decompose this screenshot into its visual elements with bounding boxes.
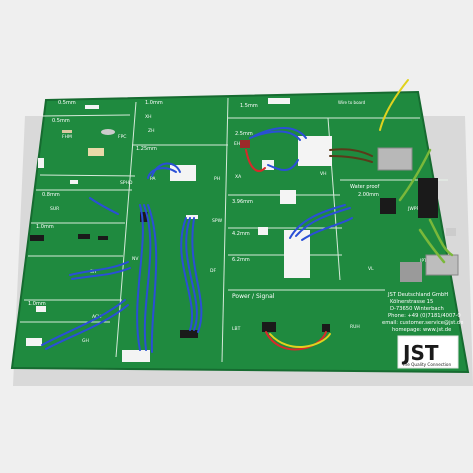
section-label: 0.5mm — [52, 118, 70, 124]
series-label: EH — [234, 141, 240, 147]
connector-42 — [258, 227, 268, 235]
series-label: GH — [82, 338, 89, 344]
series-label: JPT — [419, 258, 427, 264]
connector-black-3 — [98, 236, 108, 240]
series-label: DF — [210, 268, 216, 274]
series-label: SUR — [50, 206, 59, 212]
company-phone: Phone: +49 (0)7181/4007-0 — [388, 313, 461, 319]
series-label: NV — [132, 256, 139, 262]
connector-sur — [70, 180, 78, 184]
connector-ach — [36, 306, 46, 312]
connector-df — [122, 350, 150, 362]
connector-396 — [280, 190, 296, 204]
series-label: LBT — [232, 326, 241, 332]
connector-fpc-board — [88, 148, 104, 156]
logo-text: JST — [401, 341, 439, 365]
section-label: 2.5mm — [235, 131, 253, 137]
section-label: 1.0mm — [28, 301, 46, 307]
series-label: SPHD — [120, 180, 133, 186]
connector-jwpf-black — [418, 178, 438, 218]
series-label: SH — [90, 269, 96, 275]
series-label: VL — [368, 266, 374, 272]
company-name: JST Deutschland GmbH — [387, 292, 448, 298]
connector-gh — [26, 338, 42, 346]
connector-ruh — [322, 324, 330, 332]
series-label: PH — [214, 176, 220, 182]
series-label: ZH — [148, 128, 154, 134]
section-label: 6.2mm — [232, 257, 250, 263]
connector-eh-red — [240, 140, 250, 148]
company-city: D-73650 Winterbach — [390, 306, 444, 312]
company-block: JST Deutschland GmbH Kölnerstrasse 15 D-… — [382, 292, 463, 333]
connector-top — [268, 98, 290, 104]
connector-black-1 — [30, 235, 44, 241]
section-label: 2.00mm — [358, 192, 379, 198]
logo-tagline: The Quality Connection — [401, 362, 451, 367]
company-email: email: customer.service@jst.de — [382, 320, 463, 326]
jst-logo: JST The Quality Connection — [397, 335, 459, 369]
series-label: VH — [320, 171, 326, 177]
series-label: XH — [145, 114, 151, 120]
connector-spw — [140, 212, 148, 222]
series-label: SPW — [212, 218, 223, 224]
section-label: 1.0mm — [145, 100, 163, 106]
connector-nv — [180, 330, 198, 338]
section-label: Wire to board — [338, 100, 366, 105]
series-label: ACH — [92, 314, 102, 320]
wire-harnesses — [41, 79, 454, 353]
series-label: XA — [235, 174, 242, 180]
series-label: PA — [150, 176, 156, 182]
section-label: Water proof — [350, 184, 380, 190]
silkscreen-labels: 0.5mm 0.5mm 1.0mm 1.25mm 0.8mm 1.0mm 1.5… — [28, 100, 427, 344]
section-label: 3.96mm — [232, 199, 253, 205]
section-label: 0.8mm — [42, 192, 60, 198]
connector-sd-socket — [377, 147, 413, 171]
connector-side — [38, 158, 44, 168]
connector-black-2 — [78, 234, 90, 239]
connector-jpt — [400, 262, 422, 282]
connector-lbt — [262, 322, 276, 332]
board-connectors — [26, 98, 459, 362]
company-street: Kölnerstrasse 15 — [390, 299, 433, 305]
section-label: 1.5mm — [240, 103, 258, 109]
pcb-board — [10, 90, 470, 374]
section-label: 1.0mm — [36, 224, 54, 230]
section-label: 1.25mm — [136, 146, 157, 152]
connector-round — [101, 129, 115, 135]
connector-jwpf-small — [380, 198, 396, 214]
connector-small — [186, 215, 198, 219]
section-label: Power / Signal — [232, 293, 275, 300]
connector-ph — [170, 165, 196, 181]
connector-usb — [425, 254, 459, 276]
series-label: FPC — [118, 134, 126, 140]
section-label: 4.2mm — [232, 231, 250, 237]
series-label: JWPF — [407, 206, 419, 212]
series-label: FHM — [62, 134, 72, 140]
section-label: 0.5mm — [58, 100, 76, 106]
connector-side-small — [446, 228, 456, 236]
connector-vh-large — [298, 136, 332, 166]
connector-fpc — [62, 130, 72, 133]
series-label: RUH — [350, 324, 360, 330]
company-homepage: homepage: www.jst.de — [392, 327, 451, 333]
connector-fhm — [85, 105, 99, 109]
